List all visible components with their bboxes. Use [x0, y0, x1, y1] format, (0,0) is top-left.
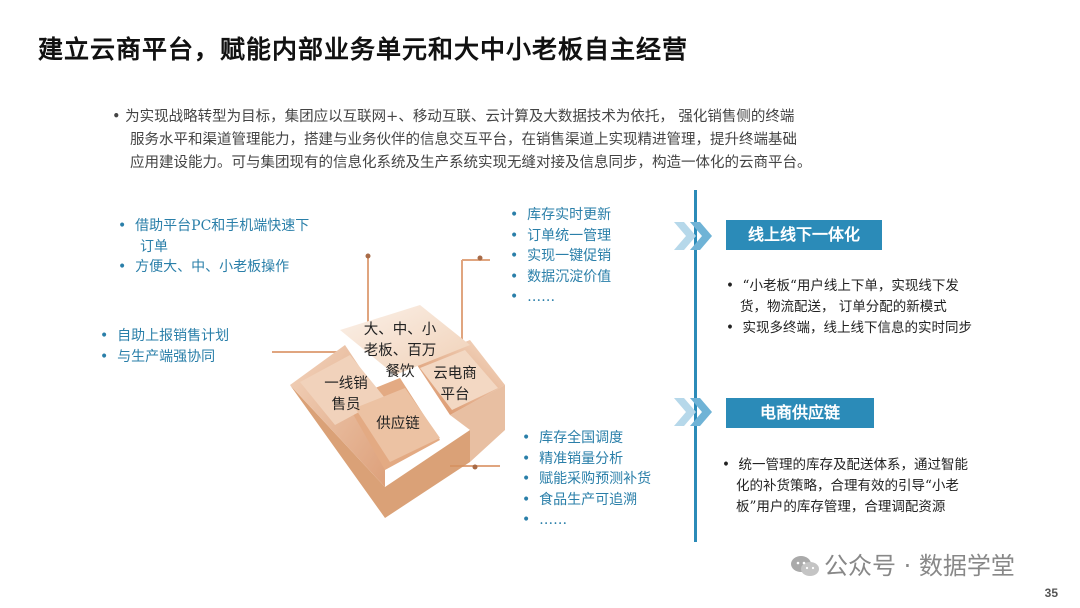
- top-right-bullets: • 库存实时更新 • 订单统一管理 • 实现一键促销 • 数据沉淀价值 • ……: [510, 207, 612, 305]
- page-number: 35: [1044, 586, 1058, 600]
- watermark: 公众号 · 数据学堂: [790, 546, 1015, 581]
- connector-dot: [477, 255, 483, 261]
- list-item: 精准销量分析: [539, 450, 624, 467]
- list-item: 板”用户的库存管理，合理调配资源: [736, 499, 946, 515]
- chevron-icon: [674, 398, 712, 426]
- wechat-icon: [790, 554, 820, 578]
- intro-paragraph: • 为实现战略转型为目标，集团应以互联网+、移动互联、云计算及大数据技术为依托，…: [112, 106, 982, 175]
- list-item: 借助平台PC和手机端快速下: [135, 218, 310, 234]
- cube-right-label: 云电商 平台: [433, 366, 477, 403]
- list-item: 食品生产可追溯: [539, 491, 638, 508]
- list-item: 货，物流配送， 订单分配的新模式: [740, 299, 947, 315]
- divider-line: [694, 190, 697, 542]
- list-item: 库存全国调度: [539, 430, 624, 446]
- section-tag-online-offline: 线上线下一体化: [726, 220, 882, 250]
- page-title: 建立云商平台，赋能内部业务单元和大中小老板自主经营: [38, 35, 689, 64]
- list-item: 化的补货策略，合理有效的引导“小老: [736, 478, 959, 494]
- list-item: 订单统一管理: [527, 227, 612, 244]
- mid-left-bullets: • 自助上报销售计划 • 与生产端强协同: [100, 328, 230, 365]
- cube-illustration: [290, 305, 505, 518]
- list-item: 订单: [140, 238, 168, 255]
- list-item: 库存实时更新: [527, 207, 612, 223]
- section2-bullets: • 统一管理的库存及配送体系，通过智能 化的补货策略，合理有效的引导“小老 板”…: [722, 455, 968, 518]
- cube-left-label: 一线销 售员: [324, 376, 368, 413]
- top-left-bullets: • 借助平台PC和手机端快速下 订单 • 方便大、中、小老板操作: [118, 218, 310, 275]
- list-item: “小老板“用户线上下单，实现线下发: [742, 278, 959, 294]
- list-item: 自助上报销售计划: [117, 328, 230, 344]
- list-item: 统一管理的库存及配送体系，通过智能: [738, 457, 969, 473]
- list-item: ……: [539, 512, 568, 528]
- intro-line-1: 为实现战略转型为目标，集团应以互联网+、移动互联、云计算及大数据技术为依托， 强…: [125, 109, 795, 125]
- cube-front-label: 供应链: [376, 416, 420, 432]
- intro-line-3: 应用建设能力。可与集团现有的信息化系统及生产系统实现无缝对接及信息同步，构造一体…: [130, 155, 812, 171]
- list-item: 赋能采购预测补货: [539, 471, 652, 487]
- section1-bullets: • “小老板“用户线上下单，实现线下发 货，物流配送， 订单分配的新模式 • 实…: [726, 278, 973, 336]
- list-item: 数据沉淀价值: [527, 268, 612, 285]
- section-tag-supply-chain: 电商供应链: [726, 398, 874, 428]
- connector-dot: [472, 464, 478, 470]
- list-item: 实现一键促销: [527, 248, 612, 264]
- list-item: ……: [527, 289, 556, 305]
- list-item: 方便大、中、小老板操作: [135, 259, 290, 275]
- list-item: 与生产端强协同: [117, 348, 216, 365]
- cube-top-label: 大、中、小 老板、百万 餐饮: [363, 322, 437, 380]
- connector-dot: [365, 253, 371, 259]
- chevron-icon: [674, 222, 712, 250]
- bottom-right-bullets: • 库存全国调度 • 精准销量分析 • 赋能采购预测补货 • 食品生产可追溯 •…: [522, 430, 652, 528]
- intro-line-2: 服务水平和渠道管理能力，搭建与业务伙伴的信息交互平台，在销售渠道上实现精进管理，…: [130, 132, 797, 148]
- list-item: 实现多终端，线上线下信息的实时同步: [742, 320, 973, 336]
